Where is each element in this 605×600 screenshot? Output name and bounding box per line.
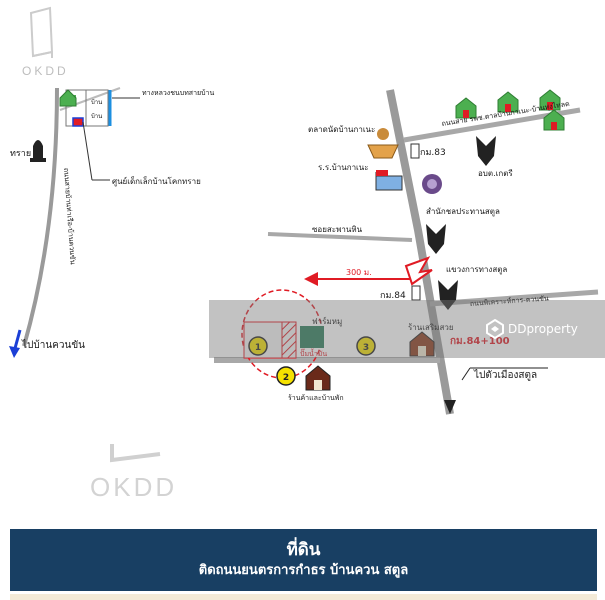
main-roads [214,89,599,415]
market-label: ตลาดนัดบ้านกาเนะ [308,125,375,134]
marker-3: 3 [356,336,376,356]
okdd-watermark-top: OKDD [22,64,69,78]
km84-plus-label: กม.84+100 [450,336,510,347]
okdd-watermark-middle: OKDD [90,472,177,502]
house-below-icon [305,365,331,391]
km-post-83-icon [410,143,420,159]
soi-label: ซอยสะพานหิน [312,225,363,234]
school-icon [375,170,403,191]
agri-office-label: สำนักชลประทานสตูล [426,207,500,217]
bottom-strip [10,594,597,600]
ddproperty-name: DDproperty [508,322,578,336]
ddproperty-logo: DDproperty [485,316,605,342]
tambon-office-label: อบต.เกตรี [478,169,513,178]
marker-2: 2 [276,366,296,386]
distance-label: 300 ม. [346,268,372,277]
inset-road-label: ทางหลวงชนบทสายบ้าน [142,89,214,97]
market-icon [367,128,399,159]
svg-text:บ้าน: บ้าน [91,113,102,120]
inset-school-label: ศูนย์เด็กเล็กบ้านโคกทราย [112,176,201,187]
svg-text:1: 1 [255,343,261,353]
shop-label: ร้านเสริมสวย [408,323,454,332]
km-post-84-icon [411,285,421,301]
banner-subtitle: ติดถนนยนตรการกำธร บ้านควน สตูล [198,563,409,578]
svg-text:2: 2 [283,373,289,383]
svg-text:3: 3 [363,343,369,353]
to-satun-label: ไปตัวเมืองสตูล [473,369,537,381]
below-house-label: ร้านค้าและบ้านพัก [288,394,344,402]
highway-office-label: แขวงการทางสตูล [446,265,507,275]
km83-label: กม.83 [420,148,446,158]
temple-icon [30,140,46,162]
garuda-emblem-2-icon [426,224,446,254]
ddproperty-overlay [209,300,605,358]
left-inset: บ้าน บ้าน ทางหลวงชนบทสายบ้าน ศูนย์เด็กเล… [9,87,214,358]
house-icons [59,89,565,131]
km84-label: กม.84 [380,291,406,301]
distance-arrow [304,256,433,286]
farm-label: ฟาร์มหมู [312,316,342,327]
okdd-logo-middle: OKDD [90,444,177,502]
to-khuan-khan-label: ไปบ้านควนขัน [21,339,85,351]
to-satun-arrow [461,367,548,381]
okdd-logo-top: OKDD [22,6,69,78]
garuda-emblem-icon [476,136,496,166]
inset-vertical-road-label: ถนนสายบ้านท่าเรือ-บ้านควนขัน [62,168,77,265]
seal-icon [422,174,442,194]
title-banner: ที่ดิน ติดถนนยนตรการกำธร บ้านควน สตูล [10,529,597,591]
ddproperty-mark-icon [486,319,504,339]
garuda-emblem-3-icon [438,280,458,310]
banner-title: ที่ดิน [286,540,321,560]
school-label: ร.ร.บ้านกาเนะ [318,163,369,172]
shop-house-icon [409,331,435,357]
gas-station-label: ปั๊มน้ำมัน [300,347,327,358]
inset-temple-label: ทราย [10,149,31,159]
svg-text:บ้าน: บ้าน [91,99,102,106]
marker-1: 1 [248,336,268,356]
